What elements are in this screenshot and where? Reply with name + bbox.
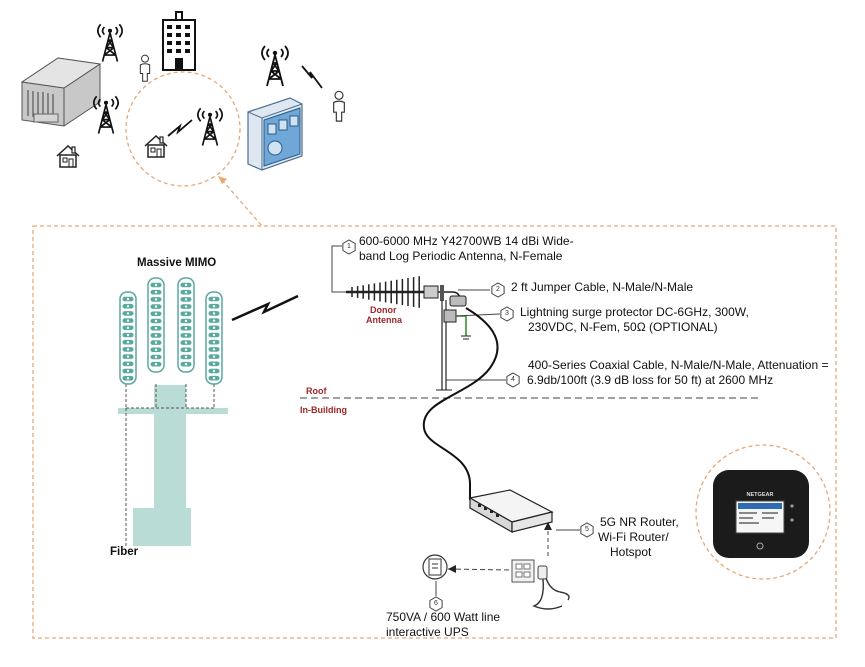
wireless-link-icon — [231, 294, 299, 322]
fiber-label: Fiber — [110, 546, 139, 558]
callout-4-line-2: 6.9db/100ft (3.9 dB loss for 50 ft) at 2… — [527, 373, 774, 387]
wall-outlet-icon — [511, 559, 535, 583]
roof-label: Roof — [306, 386, 327, 396]
office-building-icon — [162, 11, 196, 71]
wireless-signal-icon — [167, 119, 193, 137]
donor-antenna-label-1: Donor — [370, 305, 397, 315]
person-icon — [333, 90, 345, 122]
detail-border — [32, 225, 837, 639]
callout-number-4: 4 — [511, 376, 515, 383]
in-building-label: In-Building — [300, 405, 347, 415]
donor-antenna — [346, 276, 467, 308]
callout-number-5: 5 — [585, 526, 589, 533]
arrowhead — [544, 522, 552, 530]
house-icon — [144, 135, 168, 158]
ups-icon — [422, 554, 448, 580]
callout-5-line-2: Wi-Fi Router/ — [598, 530, 669, 544]
server-rack-icon — [20, 57, 102, 127]
hotspot-device — [713, 470, 809, 558]
callout-bubble — [491, 282, 505, 298]
callout-bubble — [500, 306, 514, 322]
callout-5-line-1: 5G NR Router, — [600, 515, 679, 529]
callout-number-3: 3 — [505, 310, 509, 317]
callout-4-line-1: 400-Series Coaxial Cable, N-Male/N-Male,… — [528, 358, 829, 372]
surge-protector — [443, 309, 471, 340]
wireless-signal-icon — [301, 65, 323, 89]
router-device — [468, 489, 554, 534]
hotspot-zoom-circle — [695, 444, 831, 580]
callout-3-line-1: Lightning surge protector DC-6GHz, 300W, — [520, 305, 749, 319]
callout-bubble — [429, 596, 443, 612]
donor-antenna-label-2: Antenna — [366, 315, 402, 325]
callout-number-2: 2 — [496, 286, 500, 293]
factory-icon — [247, 97, 303, 171]
callout-1-line-1: 600-6000 MHz Y42700WB 14 dBi Wide- — [359, 234, 574, 248]
ups-power-line — [447, 568, 513, 571]
massive-mimo-title: Massive MIMO — [137, 257, 217, 269]
arrowhead — [218, 176, 227, 184]
callout-5-line-3: Hotspot — [610, 545, 652, 559]
house-icon — [56, 145, 80, 168]
zoom-circle — [125, 71, 241, 187]
callout-3-line-2: 230VDC, N-Fem, 50Ω (OPTIONAL) — [528, 320, 718, 334]
callout-6-line-1: 750VA / 600 Watt line — [386, 610, 501, 624]
coaxial-cable — [422, 307, 499, 500]
callout-6-line-2: interactive UPS — [386, 625, 469, 639]
callout-leaders — [331, 245, 580, 531]
hotspot-brand-label: NETGEAR — [747, 492, 774, 498]
callout-number-6: 6 — [434, 600, 438, 607]
callout-bubble — [342, 239, 356, 255]
person-icon — [139, 54, 151, 82]
callout-2-line-1: 2 ft Jumper Cable, N-Male/N-Male — [511, 280, 694, 294]
arrowhead — [448, 565, 456, 573]
massive-mimo-tower — [118, 384, 228, 546]
power-adapter-icon — [532, 565, 570, 610]
cell-tower-icon — [261, 45, 289, 87]
callout-1-line-2: band Log Periodic Antenna, N-Female — [359, 249, 563, 263]
connector-line — [221, 179, 263, 227]
callout-number-1: 1 — [347, 243, 351, 250]
mimo-antenna-panels — [119, 277, 223, 385]
cell-tower-icon — [196, 107, 224, 147]
callout-bubble — [580, 522, 594, 538]
callout-bubble — [506, 372, 520, 388]
cell-tower-icon — [96, 23, 124, 63]
